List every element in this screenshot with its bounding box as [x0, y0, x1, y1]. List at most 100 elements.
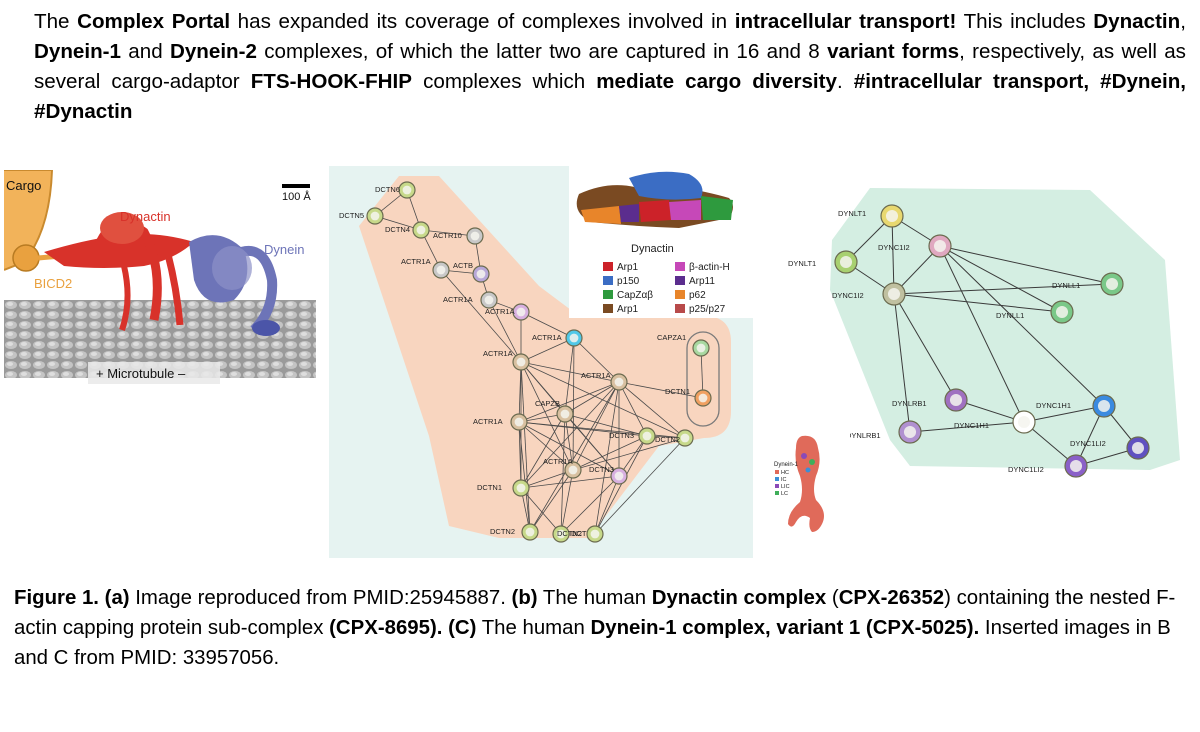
- dynactin-node-14-core: [560, 409, 570, 419]
- dynein-node-9-label: DYNC1H1: [1036, 401, 1071, 410]
- dynein-node-12-core: [1069, 459, 1083, 473]
- dynactin-node-5: ACTR1A: [401, 257, 450, 279]
- dynein-node-4-label: DYNC1I2: [832, 291, 864, 300]
- dynein-node-6: DYNLL1: [996, 300, 1074, 324]
- dynein-node-4-core: [887, 287, 901, 301]
- dynactin-node-21-label: DCTN2: [490, 527, 515, 536]
- dynein-hull: [830, 188, 1180, 470]
- dynactin-edge: [420, 229, 476, 237]
- dynactin-node-10-label: ACTR1A: [483, 349, 513, 358]
- dynactin-edge: [520, 381, 620, 489]
- dynein-edge: [939, 245, 1113, 285]
- dynactin-node-21-core: [525, 527, 535, 537]
- dynactin-node-12: ACTR1A: [581, 371, 628, 391]
- intro-bold: mediate cargo diversity: [596, 70, 837, 93]
- caption-text: ) containing the nested F-actin capping …: [14, 587, 1176, 639]
- dynactin-node-21: DCTN2: [490, 523, 539, 541]
- dynactin-edge: [564, 413, 620, 477]
- legend-label: p25/p27: [689, 304, 726, 315]
- dynactin-node-23-core: [590, 529, 600, 539]
- dynactin-node-2-label: DCTN5: [339, 211, 364, 220]
- dynactin-node-15-core: [514, 417, 524, 427]
- dynactin-node-1: DCTN6: [375, 181, 416, 199]
- dynactin-edge: [518, 421, 531, 533]
- dynactin-hull: [359, 176, 731, 538]
- dynactin-edge: [572, 337, 575, 471]
- dynactin-edge: [618, 381, 648, 437]
- dynactin-node-23-label: DCTN2: [557, 529, 582, 538]
- inset-legend-label: LC: [781, 491, 788, 497]
- dynactin-edge: [560, 469, 574, 535]
- dynein-node-6-core: [1055, 305, 1069, 319]
- intro-bold: Dynactin: [1093, 10, 1181, 33]
- dynein-edge: [939, 245, 1105, 407]
- dynein-node-11-label: DYNC1LI2: [1070, 439, 1106, 448]
- dynactin-node-19-label: DCTN3: [589, 465, 614, 474]
- dynactin-node-22: DCTN2: [552, 525, 596, 543]
- dynein-node-5-core: [1105, 277, 1119, 291]
- dynein-node-6-label: DYNLL1: [996, 311, 1024, 320]
- dynein-node-1-label: DYNLT1: [838, 209, 866, 218]
- dynein-node-2-core: [933, 239, 947, 253]
- dynein-edge: [893, 293, 957, 401]
- dynactin-node-1-label: DCTN6: [375, 185, 400, 194]
- dynein-node-7-label: DYNLRB1: [892, 399, 927, 408]
- dynactin-node-20: DCTN1: [477, 479, 530, 497]
- dynactin-edge: [564, 413, 648, 437]
- dynactin-edge: [518, 421, 620, 477]
- dynein-node-5: DYNLL1: [1052, 272, 1124, 296]
- dynein-edge: [893, 293, 911, 433]
- dynactin-node-2: DCTN5: [339, 207, 384, 225]
- dynein-label: Dynein: [264, 242, 304, 257]
- dynactin-node-6-core: [476, 269, 486, 279]
- caption-bold: Figure 1.: [14, 587, 99, 609]
- dynactin-node-10-core: [516, 357, 526, 367]
- legend-swatch: [603, 304, 613, 313]
- dynactin-edge: [520, 361, 531, 533]
- intro-paragraph: The Complex Portal has expanded its cove…: [34, 7, 1186, 127]
- dynactin-node-15: ACTR1A: [473, 413, 528, 431]
- dynein-node-9-core: [1097, 399, 1111, 413]
- dynein-node-11: DYNC1LI2: [1070, 436, 1150, 460]
- caption-bold: (b): [511, 587, 538, 609]
- legend-swatch: [675, 290, 685, 299]
- legend-swatch: [675, 262, 685, 271]
- inset-legend-swatch: [775, 491, 779, 495]
- dynactin-node-5-label: ACTR1A: [401, 257, 431, 266]
- figure-panel-a: Cargo 100 Å Dynactin Dynein BICD2 + Micr…: [4, 170, 316, 416]
- dynactin-node-11: CAPZA1: [657, 333, 710, 357]
- dynactin-node-6-label: ACTB: [453, 261, 473, 270]
- caption-text: The human: [537, 587, 652, 609]
- dynactin-edge: [618, 381, 704, 399]
- caption-bold: Dynactin complex: [651, 587, 827, 609]
- dynein-edge: [893, 293, 1063, 313]
- legend-swatch: [603, 290, 613, 299]
- dynactin-edge: [488, 299, 522, 363]
- dynactin-node-13: DCTN1: [665, 387, 712, 407]
- intro-text: has expanded its coverage of complexes i…: [230, 10, 735, 33]
- dynactin-edge: [440, 269, 522, 363]
- dynactin-node-14: CAPZB: [535, 399, 574, 423]
- dynactin-node-7: ACTR1A: [443, 291, 498, 309]
- dynactin-node-15-label: ACTR1A: [473, 417, 503, 426]
- dynactin-node-16-label: DCTN3: [609, 431, 634, 440]
- inset-legend-label: IC: [781, 477, 787, 483]
- intro-text: , respectively, as well as several cargo…: [34, 40, 1186, 93]
- dynein-edge: [1023, 405, 1105, 423]
- intro-bold: intracellular transport!: [734, 10, 957, 33]
- caption-text: Image reproduced from PMID:25945887.: [129, 587, 512, 609]
- intro-bold: Dynein-1: [34, 40, 121, 63]
- dynein-node-10-core: [1017, 415, 1031, 429]
- dynactin-edge: [520, 487, 562, 535]
- dynein-node-7: DYNLRB1: [892, 388, 968, 412]
- dynactin-node-14-label: CAPZB: [535, 399, 560, 408]
- dynein-edge: [955, 399, 1025, 423]
- dynactin-node-9-label: ACTR1A: [532, 333, 562, 342]
- dynein-node-1-core: [885, 209, 899, 223]
- intro-text: ,: [1180, 10, 1186, 33]
- inset-legend-swatch: [775, 477, 779, 481]
- dynactin-edge: [594, 435, 648, 535]
